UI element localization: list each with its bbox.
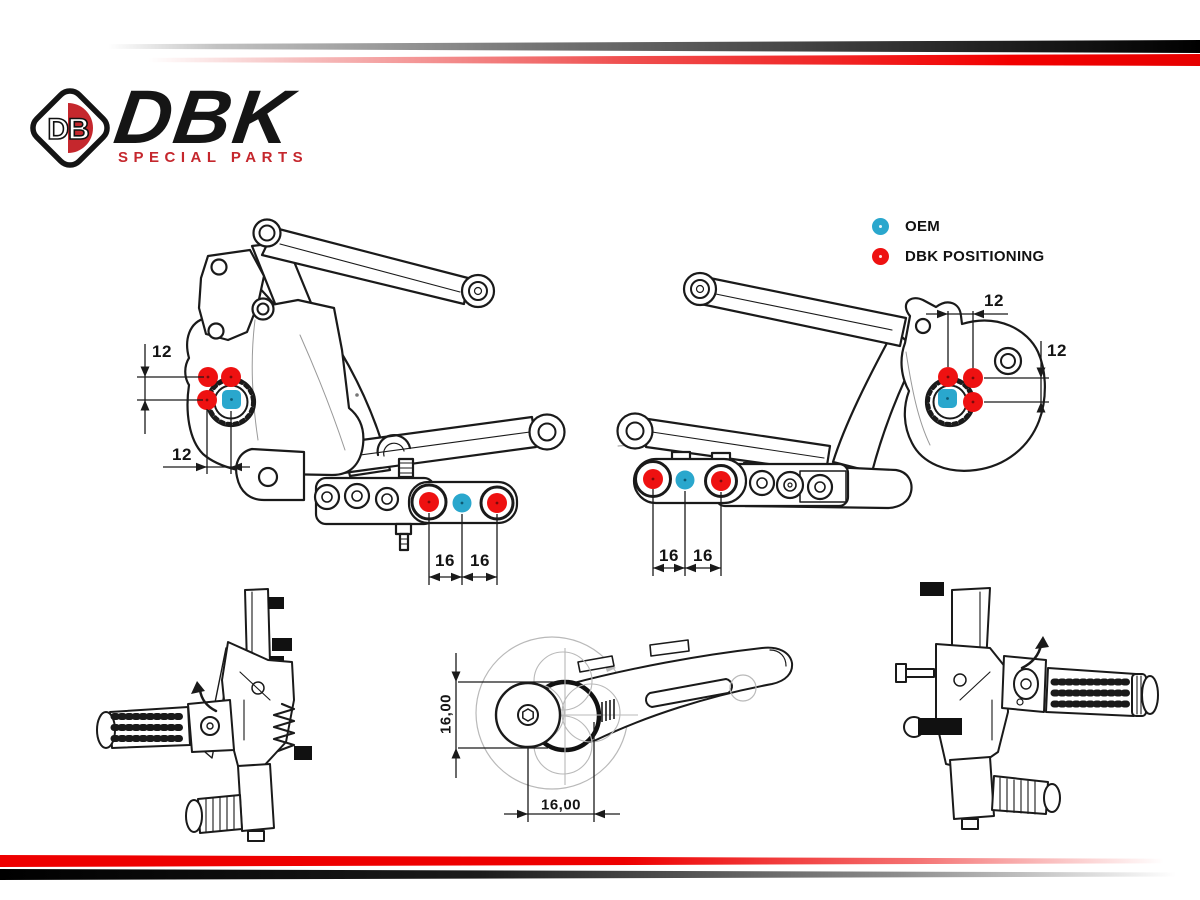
right-rearset-position-dots xyxy=(643,367,983,491)
top-red-stripe xyxy=(148,54,1200,66)
right-rearset-dimension-lines xyxy=(652,309,1049,576)
dimension-label-left-peg-a: 16 xyxy=(435,551,455,570)
detail-dimension-lines xyxy=(451,653,620,822)
side-view-left-drawing xyxy=(96,588,312,842)
right-rearset-drawing xyxy=(616,271,1046,510)
dimension-label-left-horizontal: 12 xyxy=(172,445,192,464)
dbk-dot-icon xyxy=(872,248,889,265)
oem-dot-icon xyxy=(872,218,889,235)
side-view-right-drawing xyxy=(895,582,1159,830)
left-rearset-dimension-lines xyxy=(137,344,498,585)
bottom-black-stripe xyxy=(0,869,1200,880)
bottom-red-stripe xyxy=(0,855,1200,867)
left-rearset-drawing xyxy=(184,218,566,552)
eccentric-detail-drawing xyxy=(451,636,794,822)
dimension-label-left-vertical: 12 xyxy=(152,342,172,361)
brand-tagline: SPECIAL PARTS xyxy=(118,149,309,166)
dimension-label-detail-vertical: 16,00 xyxy=(437,693,455,735)
logo-monogram: DB xyxy=(47,113,89,146)
legend-item-dbk: DBK POSITIONING xyxy=(872,248,1045,265)
legend-item-oem: OEM xyxy=(872,218,1045,235)
dimension-label-right-peg-a: 16 xyxy=(659,546,679,565)
legend: OEM DBK POSITIONING xyxy=(872,218,1045,265)
dimension-label-left-peg-b: 16 xyxy=(470,551,490,570)
dimension-label-right-side: 12 xyxy=(1047,341,1067,360)
dbk-logo-icon: DB xyxy=(30,88,110,168)
legend-oem-label: OEM xyxy=(905,218,941,235)
left-rearset-position-dots xyxy=(197,367,507,513)
dimension-label-detail-horizontal: 16,00 xyxy=(540,796,582,814)
logo-red-half-icon xyxy=(68,103,93,153)
dimension-label-right-peg-b: 16 xyxy=(693,546,713,565)
dimension-label-right-top: 12 xyxy=(984,291,1004,310)
top-black-stripe xyxy=(108,40,1200,53)
legend-dbk-label: DBK POSITIONING xyxy=(905,248,1045,265)
